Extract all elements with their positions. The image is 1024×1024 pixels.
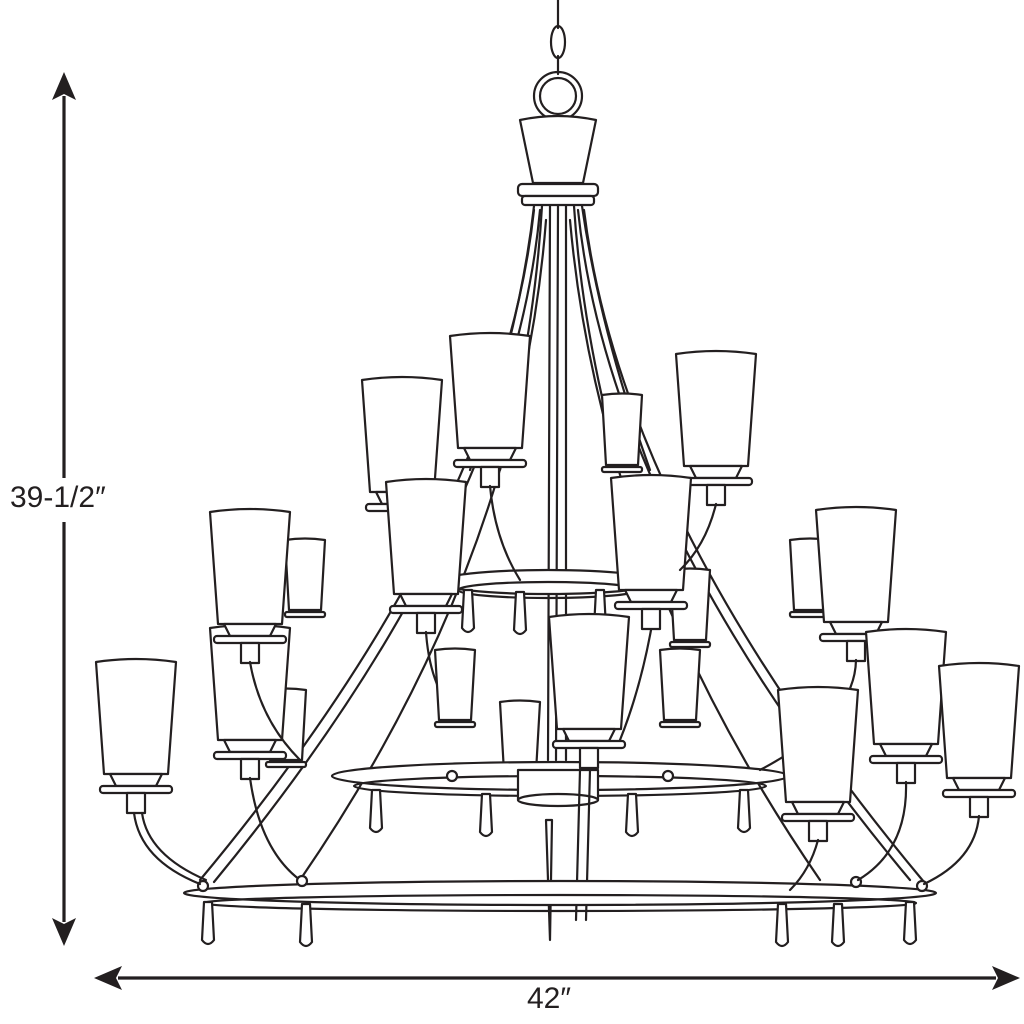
middle-ring — [330, 760, 790, 838]
chain — [532, 0, 584, 122]
arrow-down-icon — [52, 918, 76, 946]
width-dimension-label: 42″ — [527, 982, 571, 1016]
upper-side-shades — [208, 507, 302, 762]
height-dimension — [52, 72, 76, 946]
arrow-up-icon — [52, 72, 76, 100]
width-dimension — [94, 966, 1020, 990]
arrow-right-icon — [992, 966, 1020, 990]
height-dimension-label: 39-1/2″ — [8, 481, 108, 515]
canopy-cone — [516, 114, 600, 207]
lower-ring — [182, 874, 938, 948]
lower-tier-shades — [94, 627, 1021, 892]
arrow-left-icon — [94, 966, 122, 990]
